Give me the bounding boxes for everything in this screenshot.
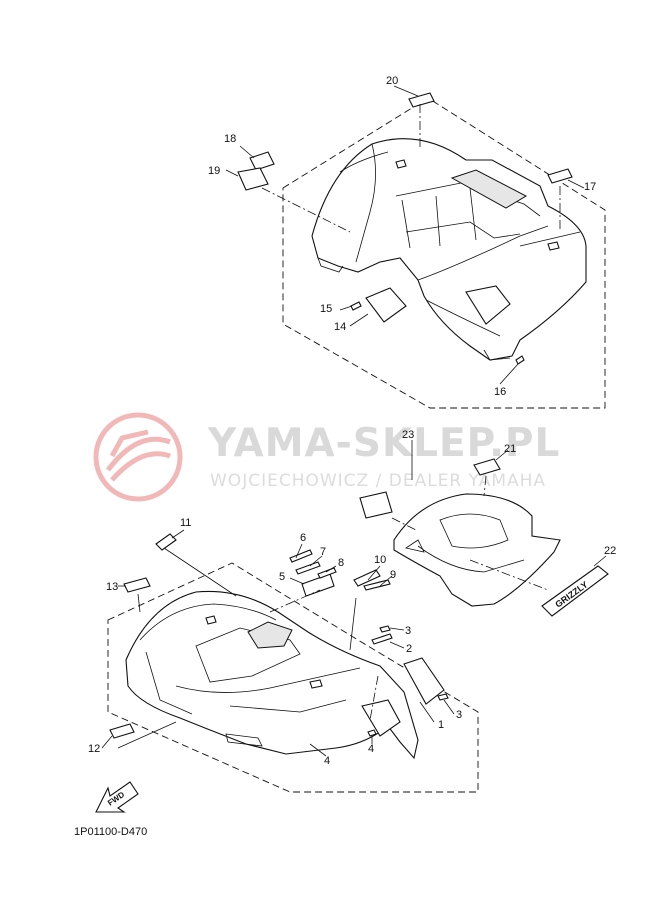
callout-8: 8 <box>338 557 344 569</box>
callout-5: 5 <box>279 571 285 583</box>
callout-3-upper: 3 <box>405 625 411 637</box>
callout-19: 19 <box>208 165 220 177</box>
decal-19 <box>237 167 269 191</box>
fastener-4 <box>367 729 377 737</box>
callout-16: 16 <box>494 386 506 398</box>
callout-20: 20 <box>386 75 398 87</box>
callout-23: 23 <box>402 429 414 441</box>
front-fender-side-panel <box>361 699 401 737</box>
callout-13: 13 <box>106 581 118 593</box>
decal-9 <box>363 579 391 591</box>
rear-fender-lower-panel <box>465 285 511 325</box>
decal-6 <box>289 549 313 563</box>
callout-10: 10 <box>374 554 386 566</box>
rear-fender-rack-plate <box>450 169 528 209</box>
decal-13 <box>123 577 151 593</box>
callout-3-lower: 3 <box>456 709 462 721</box>
watermark-subtitle: WOJCIECHOWICZ / DEALER YAMAHA <box>210 471 546 491</box>
leader-lines <box>101 85 607 757</box>
decal-7 <box>295 561 321 575</box>
watermark-logo <box>93 412 183 502</box>
clip-16 <box>515 355 525 365</box>
callout-18: 18 <box>224 133 236 145</box>
watermark: YAMA-SKLEP.PL WOJCIECHOWICZ / DEALER YAM… <box>93 412 560 502</box>
bolt-3-upper <box>379 625 391 633</box>
callout-17: 17 <box>584 181 596 193</box>
front-mudflap <box>403 657 445 705</box>
drawing-code: 1P01100-D470 <box>74 826 147 838</box>
tank-cover <box>393 493 561 607</box>
fwd-arrow: FWD <box>95 781 139 813</box>
callout-12: 12 <box>88 743 100 755</box>
decal-23 <box>359 491 393 519</box>
front-fender-dashed-boundary <box>107 562 479 793</box>
rear-fender-emblem-left <box>395 159 407 169</box>
callout-22: 22 <box>604 545 616 557</box>
rear-fender-group <box>282 97 606 409</box>
decal-22 <box>541 565 609 617</box>
decal-17 <box>547 168 573 184</box>
bolt-3-lower <box>437 693 449 701</box>
fwd-arrow-icon <box>95 781 139 813</box>
decal-14 <box>365 287 407 323</box>
front-fender-emblem-left <box>205 615 217 625</box>
watermark-title: YAMA-SKLEP.PL <box>207 421 560 466</box>
callout-14: 14 <box>334 321 346 333</box>
rear-fender-emblem-right <box>547 241 560 251</box>
front-fender-group <box>107 493 561 793</box>
callout-2: 2 <box>406 643 412 655</box>
clip-15 <box>350 301 362 311</box>
callout-7: 7 <box>320 546 326 558</box>
callout-11: 11 <box>180 517 191 529</box>
callout-15: 15 <box>320 303 332 315</box>
callout-4-left: 4 <box>324 755 330 767</box>
decal-11 <box>155 533 177 551</box>
decal-5 <box>301 573 335 597</box>
front-fender-headlight-trim <box>247 621 293 649</box>
callout-1: 1 <box>438 719 444 731</box>
front-fender <box>125 590 419 760</box>
callout-21: 21 <box>504 443 516 455</box>
callout-4-right: 4 <box>368 743 374 755</box>
front-fender-emblem <box>309 679 323 689</box>
decal-12 <box>109 723 135 739</box>
callout-6: 6 <box>300 532 306 544</box>
decal-18 <box>249 151 275 171</box>
decal-21 <box>473 458 501 476</box>
part-2 <box>371 633 393 645</box>
decal-20 <box>408 92 435 108</box>
callout-9: 9 <box>390 569 396 581</box>
callout-labels: 1 2 3 3 4 4 5 6 7 8 9 10 11 12 13 14 15 … <box>88 75 616 767</box>
